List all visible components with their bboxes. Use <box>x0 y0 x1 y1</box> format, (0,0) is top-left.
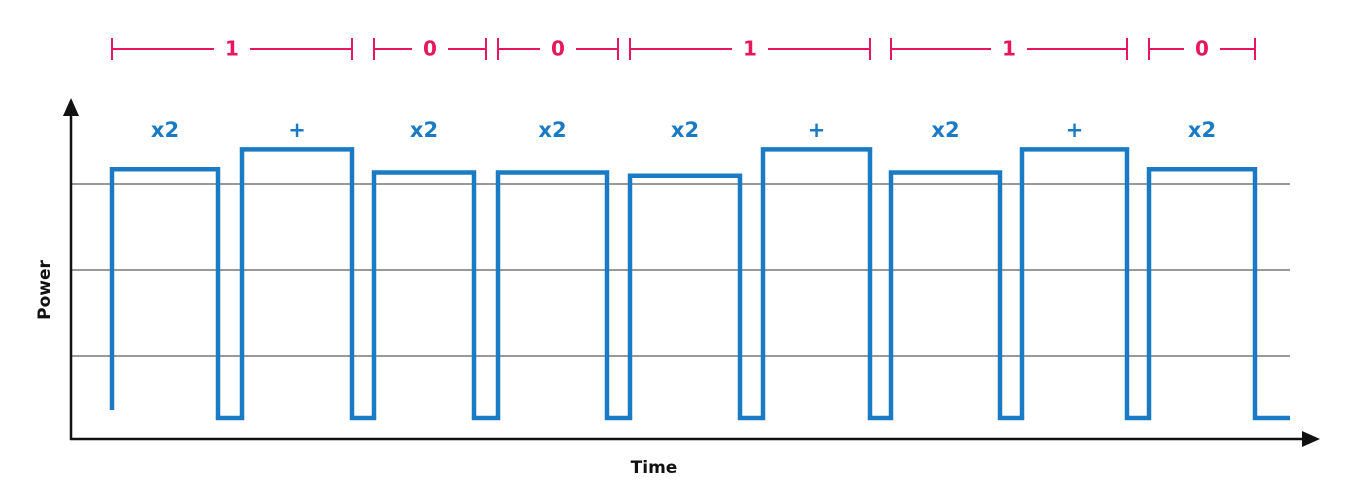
grid-lines <box>70 183 1290 357</box>
operation-label: + <box>288 118 306 142</box>
bit-label: 1 <box>1002 37 1016 61</box>
bit-label: 0 <box>551 37 565 61</box>
y-axis-arrow <box>63 98 79 116</box>
axes: Power Time <box>35 98 1320 478</box>
operation-label: + <box>808 118 826 142</box>
operation-label: x2 <box>151 118 179 142</box>
bit-label: 0 <box>423 37 437 61</box>
x-axis-label: Time <box>631 458 678 478</box>
operation-label: x2 <box>538 118 566 142</box>
bit-label: 1 <box>225 37 239 61</box>
bit-label: 1 <box>743 37 757 61</box>
power-trace-line <box>109 147 1290 421</box>
operation-label: + <box>1066 118 1084 142</box>
operation-label: x2 <box>410 118 438 142</box>
operation-label: x2 <box>671 118 699 142</box>
bit-label: 0 <box>1195 37 1209 61</box>
operation-label: x2 <box>931 118 959 142</box>
operation-label: x2 <box>1188 118 1216 142</box>
operation-labels-row: x2 + x2 x2 x2 + x2 + x2 <box>151 118 1216 142</box>
x-axis-arrow <box>1302 431 1320 447</box>
bit-brackets-row: 1 0 0 1 1 0 <box>111 37 1256 61</box>
y-axis-label: Power <box>35 260 55 320</box>
